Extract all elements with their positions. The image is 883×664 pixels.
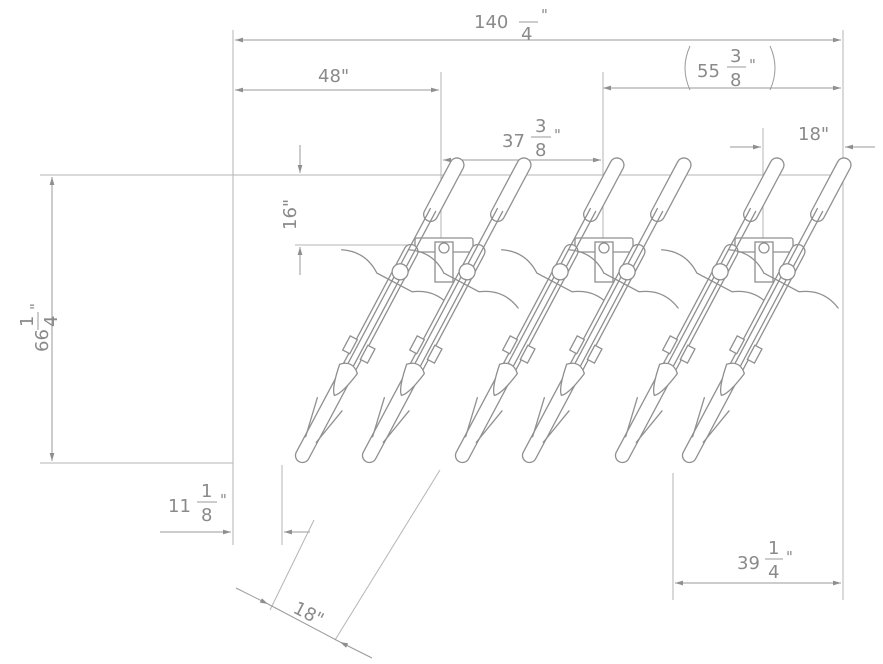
middle-spacing-mark: " <box>554 126 561 144</box>
overall-width-mark: " <box>541 6 548 24</box>
right-small-label: 18" <box>798 124 829 145</box>
rack-mount-3 <box>734 237 794 283</box>
left-offset-whole: 11 <box>168 496 191 517</box>
vertical-small-dimension: 16" <box>280 145 445 275</box>
middle-spacing-num: 3 <box>535 116 546 137</box>
vertical-small-label: 16" <box>280 199 301 230</box>
right-offset-dimension: 55 3 8 " <box>602 45 841 240</box>
bottom-right-den: 4 <box>768 562 779 583</box>
left-offset-num: 1 <box>201 481 212 502</box>
bottom-right-num: 1 <box>768 538 779 559</box>
overall-height-whole: 66 <box>32 329 53 352</box>
bicycle-1 <box>294 157 465 464</box>
overall-width-whole: 140 <box>474 12 508 33</box>
outline-box <box>40 30 844 600</box>
left-offset-dimension: 11 1 8 " <box>160 465 310 545</box>
angled-dimension: 18" <box>235 469 441 659</box>
rack-mount-1 <box>414 237 474 283</box>
overall-height-den: 4 <box>41 316 62 327</box>
bicycle-3 <box>454 157 625 464</box>
right-offset-mark: " <box>749 56 756 74</box>
overall-height-mark: " <box>27 303 45 310</box>
bottom-right-mark: " <box>786 548 793 566</box>
bicycle-4 <box>521 157 692 464</box>
overall-height-dimension: 66 1 4 " <box>17 177 62 461</box>
overall-height-num: 1 <box>17 316 38 327</box>
right-offset-num: 3 <box>730 46 741 67</box>
overall-width-dimension: 140 4 " <box>235 6 841 45</box>
left-spacing-dimension: 48" <box>235 66 442 240</box>
bicycle-6 <box>681 157 852 464</box>
right-small-dimension: 18" <box>730 124 875 240</box>
rack-mount-2 <box>574 237 634 283</box>
left-spacing-label: 48" <box>318 66 349 87</box>
bicycle-2 <box>361 157 532 464</box>
middle-spacing-whole: 37 <box>502 131 525 152</box>
overall-width-den: 4 <box>521 24 532 45</box>
right-offset-whole: 55 <box>697 61 720 82</box>
angled-label: 18" <box>290 598 327 631</box>
left-offset-den: 8 <box>201 505 212 526</box>
right-offset-den: 8 <box>730 70 741 91</box>
bottom-right-whole: 39 <box>737 553 760 574</box>
middle-spacing-dimension: 37 3 8 " <box>443 116 601 163</box>
bicycle-5 <box>614 157 785 464</box>
bike-group <box>294 157 852 464</box>
bottom-right-dimension: 39 1 4 " <box>672 473 841 600</box>
middle-spacing-den: 8 <box>535 140 546 161</box>
left-offset-mark: " <box>220 491 227 509</box>
